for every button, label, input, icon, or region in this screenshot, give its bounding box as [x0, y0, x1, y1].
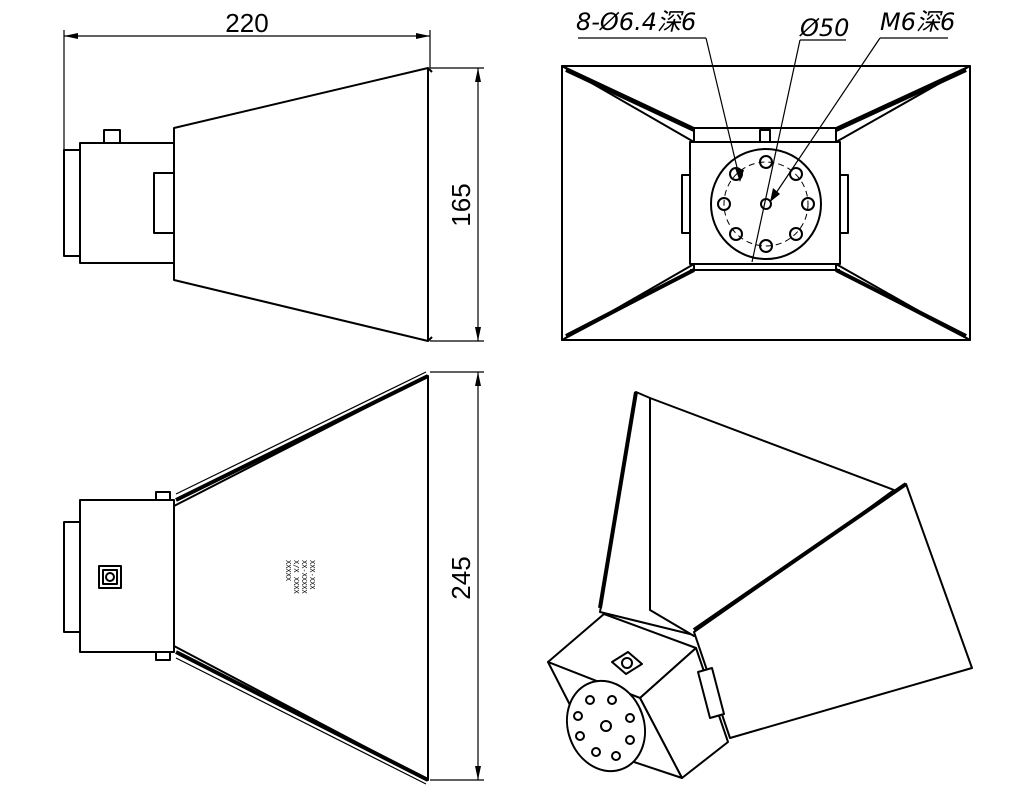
callout-thread: M6深6 [880, 8, 955, 36]
front-view: 8-Ø6.4深6 Ø50 M6深6 [561, 8, 971, 341]
dim-top-width: 245 [446, 556, 476, 599]
nameplate-line-4: XXXXX [284, 560, 292, 582]
top-view: 245 XXX-XXX XX-XXXXX X/X XXXX XXXXX [63, 371, 484, 785]
bolt-holes [717, 155, 815, 253]
dim-length: 220 [225, 8, 268, 38]
nameplate: XXX-XXX XX-XXXXX X/X XXXX XXXXX [284, 560, 316, 595]
nameplate-line-1: XXX-XXX [308, 560, 316, 590]
nameplate-line-3: X/X XXXX [292, 560, 300, 595]
side-view: 220 165 [63, 8, 484, 342]
nameplate-line-2: XX-XXXXX [300, 560, 308, 595]
dim-side-height: 165 [446, 183, 476, 226]
callout-bolt-holes: 8-Ø6.4深6 [576, 8, 696, 36]
callout-flange-diameter: Ø50 [799, 14, 849, 42]
isometric-view [547, 391, 973, 779]
